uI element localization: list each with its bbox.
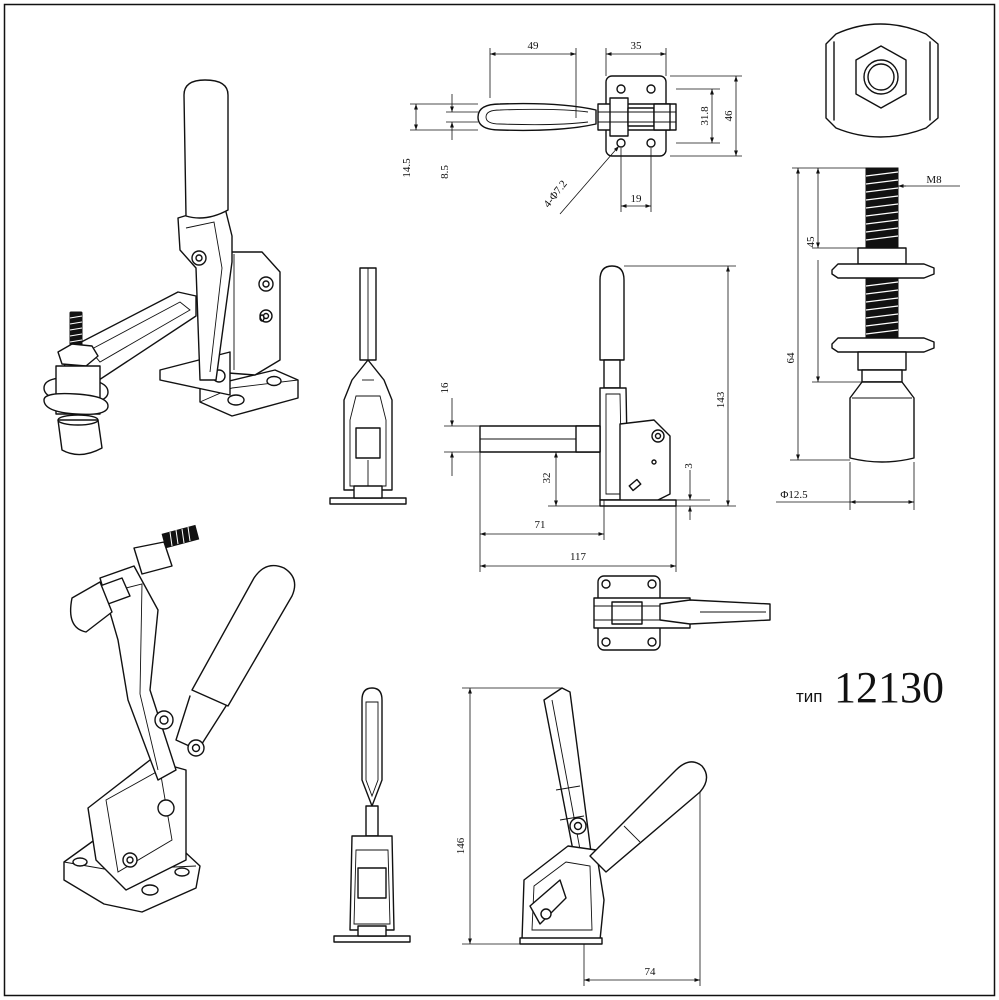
isometric-view-open	[63, 524, 296, 913]
model-prefix: тип	[796, 687, 823, 706]
front-view-open	[333, 687, 411, 943]
dim-top-handle-length: 49	[528, 40, 540, 52]
dim-side-base-thickness: 3	[683, 463, 695, 469]
dim-spindle-thread: M8	[926, 174, 942, 186]
dim-open-depth: 74	[645, 966, 657, 978]
model-title: тип 12130	[796, 663, 944, 712]
dim-side-total-length: 117	[570, 551, 587, 563]
dim-top-offset-b: 8.5	[439, 165, 451, 179]
dim-spindle-total-length: 64	[785, 352, 797, 364]
side-view-open: 146 74	[455, 687, 708, 986]
spindle-detail: M8 45 64 Φ12.5	[776, 23, 960, 510]
isometric-view-closed	[43, 79, 299, 456]
bottom-view	[593, 575, 771, 651]
drawing-border	[3, 3, 996, 997]
dim-top-offset-a: 14.5	[401, 158, 413, 178]
dim-top-base-height: 46	[723, 110, 735, 122]
dim-side-arm-height: 16	[439, 382, 451, 394]
dim-side-total-height: 143	[715, 391, 727, 408]
dim-spindle-thread-length: 45	[805, 236, 817, 248]
top-view: 49 35 31.8 46 14.5 8.5 4-Φ7.2 19	[401, 40, 742, 215]
dim-side-reach: 71	[535, 519, 546, 531]
dim-top-hole-pitch: 19	[631, 193, 643, 205]
thread-lines	[865, 171, 899, 335]
model-number: 12130	[834, 663, 944, 712]
dim-spindle-tip-diameter: Φ12.5	[780, 489, 808, 501]
dim-top-base-width: 35	[631, 40, 643, 52]
dim-open-height: 146	[455, 837, 467, 854]
dim-top-holes: 4-Φ7.2	[541, 178, 570, 210]
dim-side-spindle-height: 32	[541, 473, 553, 484]
side-view-closed: 16 143 32 3 71 117	[439, 265, 736, 572]
dim-top-hole-spacing: 31.8	[699, 106, 711, 126]
front-view-closed	[329, 267, 407, 505]
